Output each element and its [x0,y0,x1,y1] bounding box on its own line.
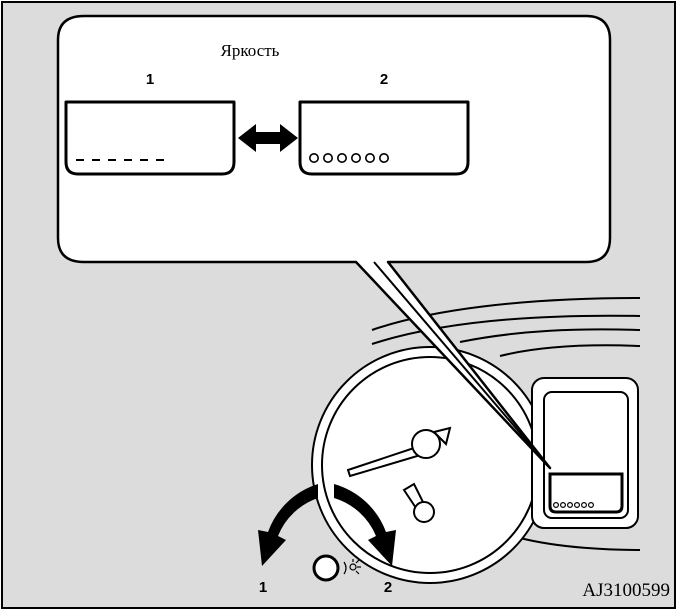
gauge-hub [411,429,441,459]
illumination-brightness-icon [343,559,361,575]
display-state-2 [298,100,470,176]
dashboard-line-5 [519,537,641,551]
toggle-double-arrow-icon [238,124,298,152]
cluster-info-display [531,377,639,529]
gauge-needle-tail [432,426,452,446]
callout-pointer-line [373,261,551,469]
display-state-2-dots [308,153,389,164]
display-state-1 [64,100,236,176]
brightness-dial [258,484,396,582]
dial-label-2: 2 [384,579,392,596]
figure-code: AJ3100599 [582,580,670,601]
display-state-2-frame [298,100,470,176]
callout-label-2: 2 [380,71,388,88]
display-state-1-frame [64,100,236,176]
small-gauge-hub [413,501,435,523]
cluster-brightness-dots [552,502,594,509]
dashboard-line-2 [371,314,641,345]
dashboard-line-1 [371,297,641,331]
dashboard-line-3 [459,328,641,343]
callout-title: Яркость [221,41,280,60]
gauge [311,346,549,584]
dial-label-1: 1 [259,579,267,596]
dial-arrow-left-icon [258,484,318,566]
instrument-cluster [371,297,641,551]
dial-knob [312,554,340,582]
callout-label-1: 1 [146,71,154,88]
gauge-inner-ring [321,356,539,574]
cluster-odometer-window [548,472,624,514]
dashboard-line-4 [499,344,641,357]
dial-arrow-right-icon [334,484,396,566]
